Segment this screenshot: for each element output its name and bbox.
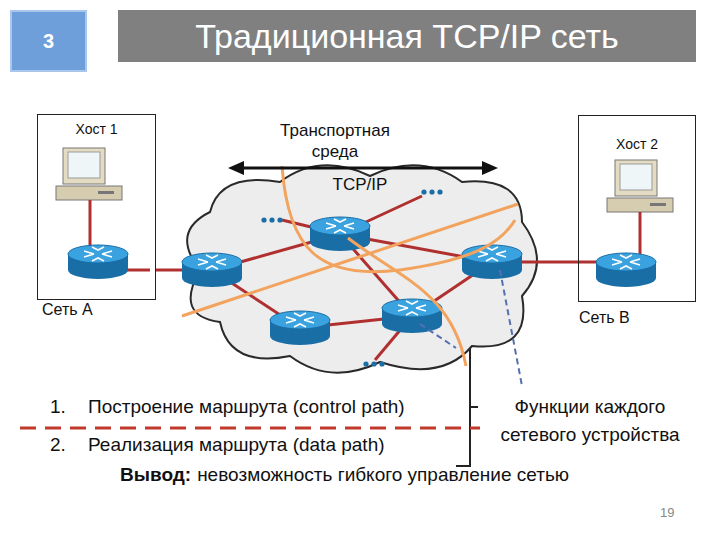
list-number: 2. bbox=[50, 434, 66, 456]
network-link bbox=[156, 269, 170, 272]
host2-computer bbox=[607, 160, 673, 212]
leader-lines bbox=[420, 270, 522, 386]
transport-arrow bbox=[228, 161, 498, 175]
divider-dashed-line bbox=[20, 427, 480, 430]
router-icon bbox=[270, 311, 330, 345]
node-heading: Хост 2 bbox=[579, 136, 695, 152]
router-icon bbox=[596, 253, 656, 287]
node-heading: 3 bbox=[43, 30, 54, 53]
slide-number-box: 3 bbox=[10, 10, 87, 72]
route-paths bbox=[182, 166, 518, 366]
node-text: TCP/IP bbox=[320, 174, 400, 195]
host1-computer bbox=[56, 148, 122, 200]
router-icon bbox=[182, 253, 242, 287]
conclusion-heading: Вывод: bbox=[120, 464, 191, 485]
router-icon bbox=[382, 299, 442, 333]
list-item: Реализация маршрута (data path) bbox=[88, 434, 385, 456]
list-item: Построение маршрута (control path) bbox=[88, 396, 405, 418]
page-number: 19 bbox=[660, 505, 674, 520]
node-text: Сеть B bbox=[579, 309, 630, 327]
node-heading: Транспортная среда bbox=[265, 120, 405, 162]
more-dots bbox=[261, 189, 442, 366]
slide-title: Традиционная TCP/IP сеть bbox=[118, 10, 696, 62]
list-number: 1. bbox=[50, 396, 66, 418]
network-links bbox=[170, 196, 545, 360]
conclusion: Вывод: невозможность гибкого управление с… bbox=[120, 463, 590, 488]
transport-cloud: Транспортная средаTCP/IP bbox=[170, 120, 545, 375]
router-icon bbox=[68, 245, 128, 279]
host-box: Хост 1Сеть A bbox=[37, 114, 156, 300]
network-link bbox=[545, 261, 578, 264]
host-box: Хост 2Сеть B bbox=[578, 115, 696, 302]
router-icon bbox=[462, 245, 522, 279]
node-heading: Хост 1 bbox=[38, 121, 155, 137]
conclusion-text: невозможность гибкого управление сетью bbox=[197, 464, 569, 485]
node-text: Сеть A bbox=[42, 301, 93, 319]
functions-note: Функции каждого сетевого устройства bbox=[490, 393, 690, 448]
